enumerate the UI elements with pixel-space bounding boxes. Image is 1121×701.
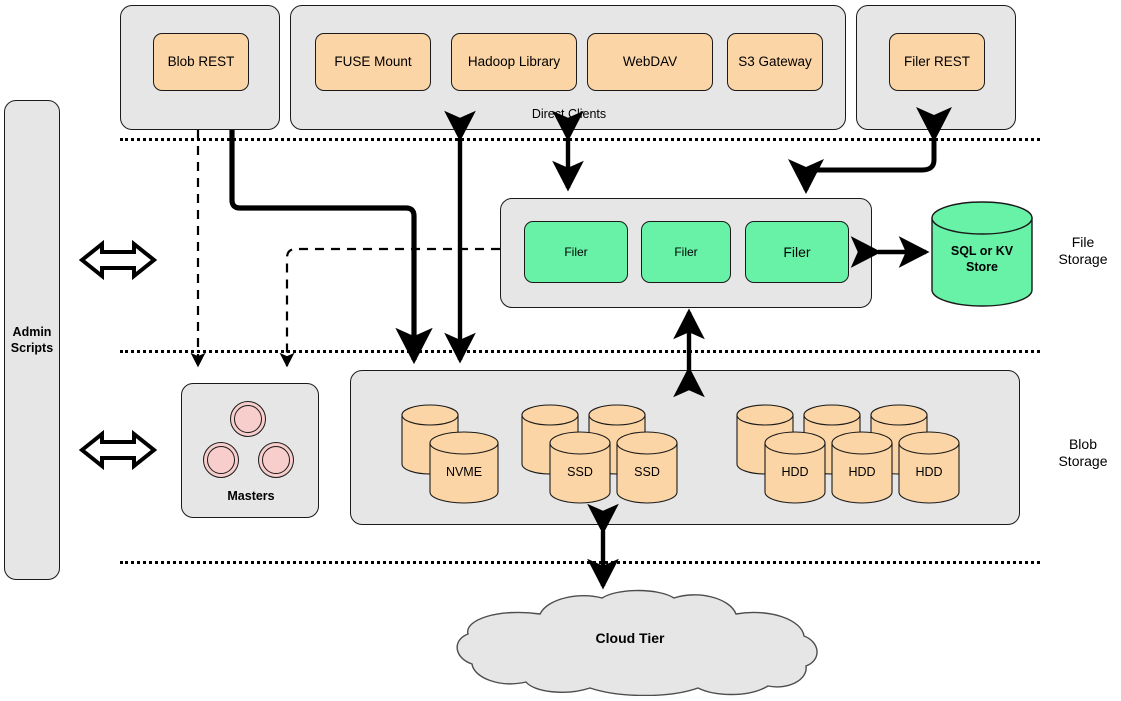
direct-clients-group: FUSE Mount Hadoop Library WebDAV S3 Gate… xyxy=(290,5,846,130)
master-node-3[interactable] xyxy=(258,442,294,478)
master-node-2[interactable] xyxy=(203,442,239,478)
cloud-tier-shape[interactable]: Cloud Tier xyxy=(430,586,830,697)
node-filer-3-label: Filer xyxy=(783,244,811,260)
filer-cluster-group: Filer Filer Filer xyxy=(500,198,872,308)
node-webdav-label: WebDAV xyxy=(622,54,678,70)
node-webdav[interactable]: WebDAV xyxy=(587,33,713,91)
admin-scripts-label-line2: Scripts xyxy=(10,341,54,355)
node-blob-rest[interactable]: Blob REST xyxy=(153,33,249,91)
tier-separator-file-storage xyxy=(120,350,1040,353)
tier-separator-clients xyxy=(120,138,1040,141)
sql-or-kv-store-cylinder[interactable]: SQL or KV Store xyxy=(930,200,1034,308)
node-blob-rest-label: Blob REST xyxy=(167,54,235,70)
masters-label: Masters xyxy=(227,489,275,504)
tier-label-file-storage: File Storage xyxy=(1048,230,1118,272)
volume-servers-group: NVME SSD SSD xyxy=(350,370,1020,525)
node-filer-rest[interactable]: Filer REST xyxy=(889,33,985,91)
node-filer-2[interactable]: Filer xyxy=(641,221,731,283)
connector-filer-rest-to-filers xyxy=(787,107,952,195)
node-filer-1-label: Filer xyxy=(564,245,588,259)
node-fuse-mount[interactable]: FUSE Mount xyxy=(315,33,431,91)
node-filer-3[interactable]: Filer xyxy=(745,221,849,283)
node-hadoop-library-label: Hadoop Library xyxy=(467,54,561,70)
cloud-tier-label: Cloud Tier xyxy=(595,630,665,647)
tier-label-blob-storage-line2: Storage xyxy=(1058,453,1108,469)
node-filer-2-label: Filer xyxy=(674,245,698,259)
node-filer-1[interactable]: Filer xyxy=(524,221,628,283)
tier-label-blob-storage: Blob Storage xyxy=(1048,432,1118,474)
admin-scripts-panel[interactable]: Admin Scripts xyxy=(4,100,60,580)
nvme-cylinder-front[interactable]: NVME xyxy=(429,431,499,505)
blob-rest-group: Blob REST xyxy=(120,5,280,130)
connector-admin-to-blob-storage xyxy=(78,429,158,471)
connector-admin-to-file-storage xyxy=(78,239,158,281)
tier-label-blob-storage-line1: Blob xyxy=(1068,435,1097,452)
node-s3-gateway-label: S3 Gateway xyxy=(738,54,812,70)
hdd-cylinder-front-1[interactable]: HDD xyxy=(764,431,826,505)
masters-group: Masters xyxy=(181,383,319,518)
tier-separator-blob-storage xyxy=(120,561,1040,564)
node-s3-gateway[interactable]: S3 Gateway xyxy=(727,33,823,91)
node-filer-rest-label: Filer REST xyxy=(903,54,970,70)
admin-scripts-label-line1: Admin xyxy=(12,324,52,339)
direct-clients-caption: Direct Clients xyxy=(531,107,607,122)
hdd-cylinder-front-2[interactable]: HDD xyxy=(831,431,893,505)
filer-rest-group: Filer REST xyxy=(856,5,1016,130)
hdd-cylinder-front-3[interactable]: HDD xyxy=(898,431,960,505)
tier-label-file-storage-line1: File xyxy=(1071,233,1095,250)
connector-blob-rest-to-volume-servers xyxy=(229,130,433,365)
ssd-cylinder-front-2[interactable]: SSD xyxy=(616,431,678,505)
ssd-cylinder-front-1[interactable]: SSD xyxy=(549,431,611,505)
node-hadoop-library[interactable]: Hadoop Library xyxy=(451,33,577,91)
master-node-1[interactable] xyxy=(230,401,266,437)
node-fuse-mount-label: FUSE Mount xyxy=(334,54,412,70)
connector-filer-to-masters xyxy=(279,247,500,368)
tier-label-file-storage-line2: Storage xyxy=(1058,251,1108,267)
